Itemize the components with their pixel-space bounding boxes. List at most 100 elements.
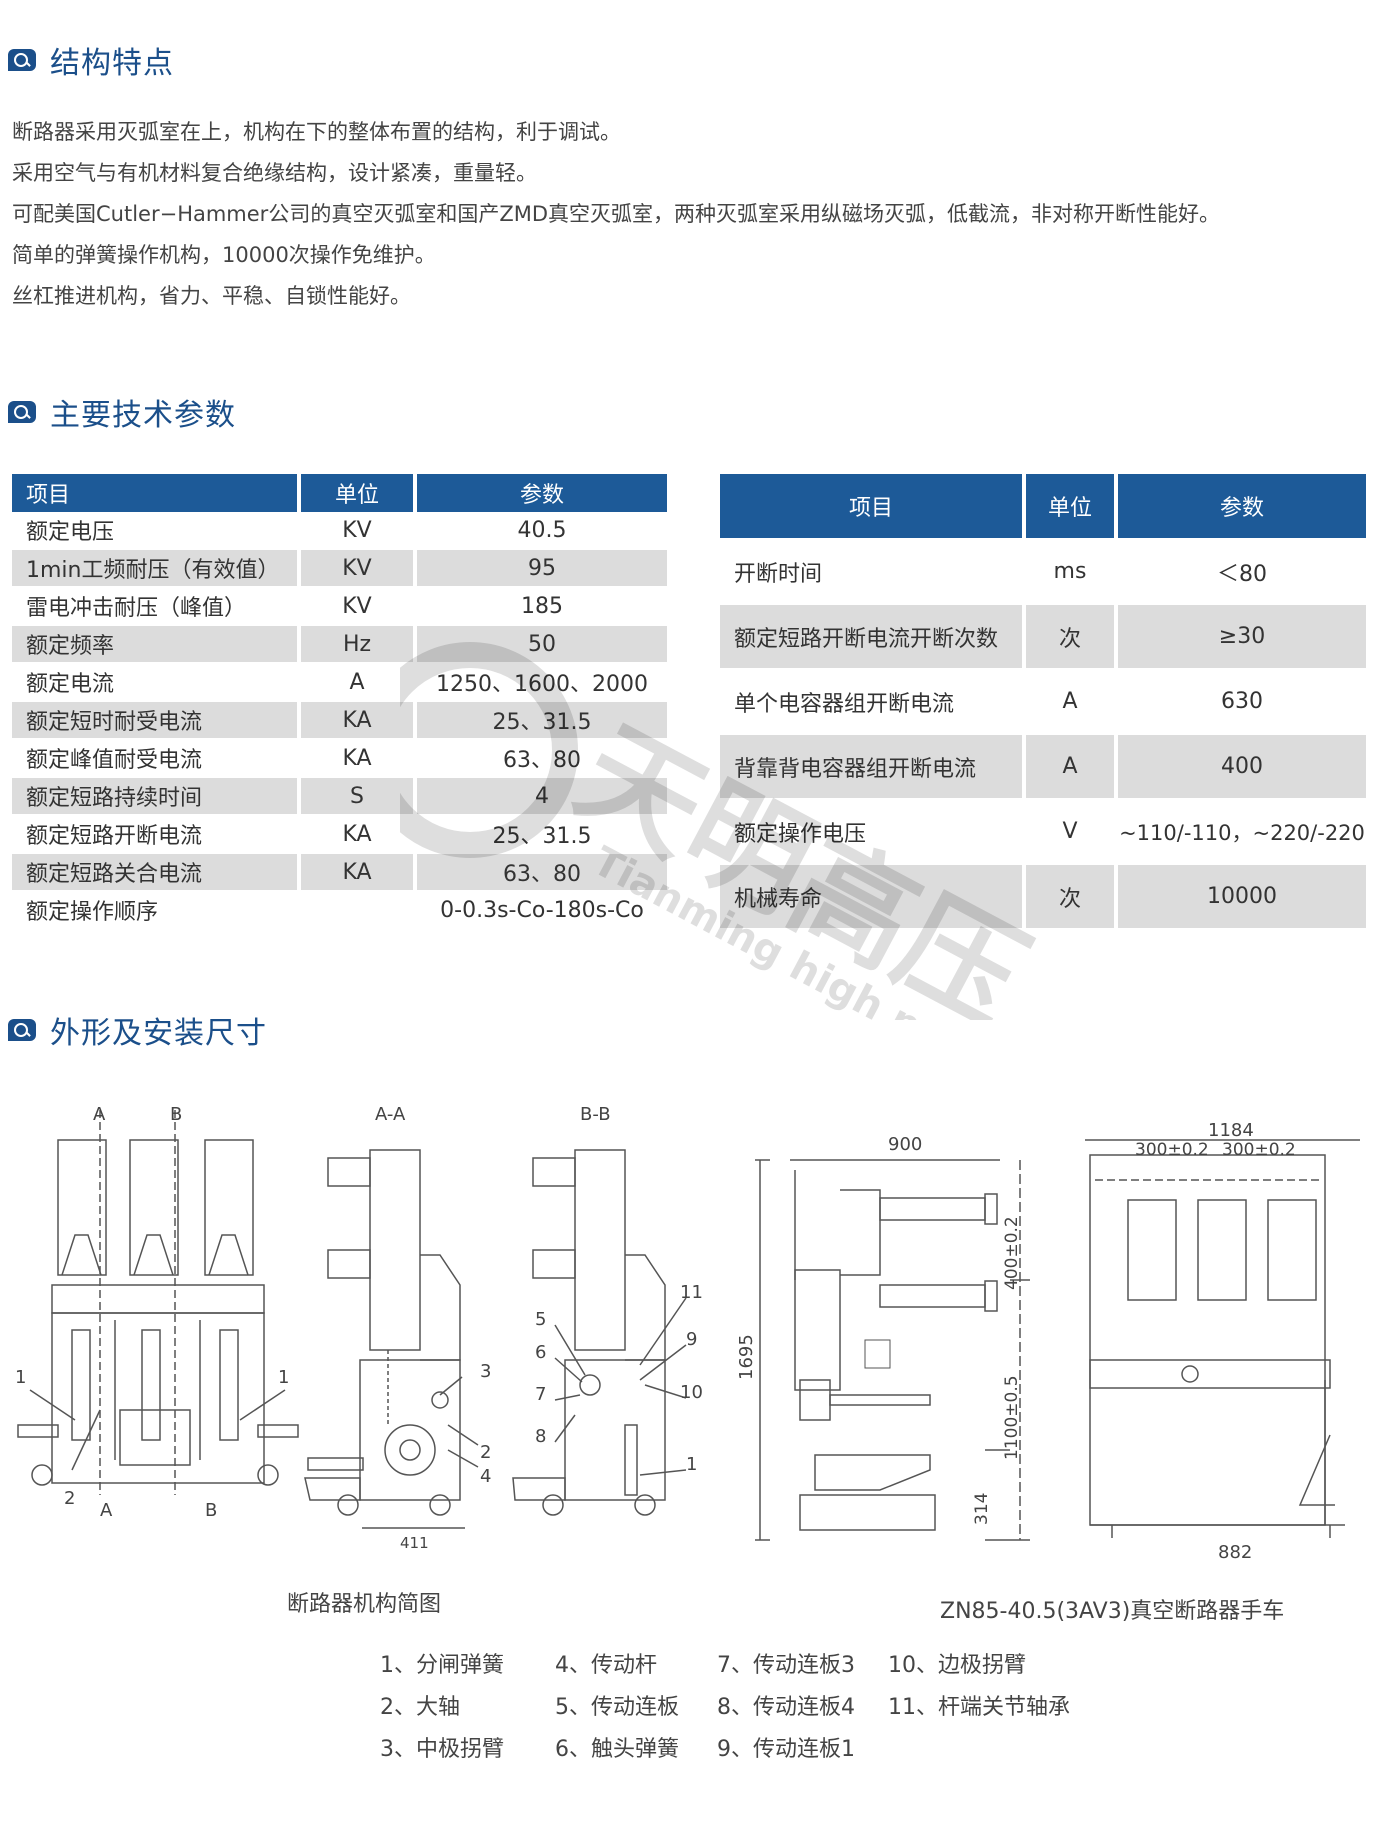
dim-300-b: 300±0.2 (1222, 1140, 1296, 1160)
truck-side-view-drawing (755, 1159, 1030, 1541)
section-title: 结构特点 (50, 46, 174, 81)
col-header: 参数 (1118, 474, 1366, 538)
legend-item: 1、分闸弹簧 (380, 1653, 504, 1678)
col-header: 项目 (12, 474, 297, 512)
cell: 630 (1118, 668, 1366, 733)
cell: 95 (417, 550, 667, 588)
legend-column: 7、传动连板3 8、传动连板4 9、传动连板1 (717, 1645, 855, 1771)
section-title: 主要技术参数 (50, 398, 236, 433)
section-title-aa: A-A (375, 1104, 406, 1125)
cell: KV (301, 512, 413, 550)
caption-mechanism: 断路器机构简图 (287, 1592, 442, 1617)
cell: 背靠背电容器组开断电流 (720, 733, 1022, 798)
cell: 额定操作电压 (720, 798, 1022, 863)
col-header: 参数 (417, 474, 667, 512)
cell: A (1026, 733, 1114, 798)
legend-column: 1、分闸弹簧 2、大轴 3、中极拐臂 (380, 1645, 504, 1771)
dim-314: 314 (972, 1493, 992, 1525)
cell: 63、80 (417, 740, 667, 778)
table-row: 额定短路开断电流开断次数次≥30 (720, 603, 1366, 668)
callout-1-bb: 1 (686, 1454, 697, 1475)
structure-paragraph: 断路器采用灭弧室在上，机构在下的整体布置的结构，利于调试。 采用空气与有机材料复… (12, 112, 1220, 317)
cell: Hz (301, 626, 413, 664)
structure-line: 断路器采用灭弧室在上，机构在下的整体布置的结构，利于调试。 (12, 120, 621, 144)
legend-column: 4、传动杆 5、传动连板 6、触头弹簧 (555, 1645, 679, 1771)
cell: 1min工频耐压（有效值） (12, 550, 297, 588)
col-header: 单位 (301, 474, 413, 512)
cell: ms (1026, 538, 1114, 603)
dim-1695: 1695 (736, 1334, 757, 1380)
cell: 开断时间 (720, 538, 1022, 603)
cell: 25、31.5 (417, 816, 667, 854)
callout-8: 8 (535, 1426, 546, 1447)
structure-line: 丝杠推进机构，省力、平稳、自锁性能好。 (12, 284, 411, 308)
legend-item: 7、传动连板3 (717, 1653, 855, 1678)
dim-1100: 1100±0.5 (1002, 1375, 1022, 1460)
structure-line: 采用空气与有机材料复合绝缘结构，设计紧凑，重量轻。 (12, 161, 537, 185)
legend-item: 9、传动连板1 (717, 1737, 855, 1762)
cell: KV (301, 550, 413, 588)
callout-7: 7 (535, 1384, 546, 1405)
section-header-params: 主要技术参数 (8, 390, 236, 434)
cell: 雷电冲击耐压（峰值） (12, 588, 297, 626)
legend-item: 5、传动连板 (555, 1695, 679, 1720)
section-mark-b: B (170, 1104, 182, 1125)
section-bb-drawing (512, 1149, 687, 1516)
cell: KA (301, 816, 413, 854)
search-icon (8, 49, 36, 71)
callout-6: 6 (535, 1342, 546, 1363)
cell: S (301, 778, 413, 816)
section-title-bb: B-B (580, 1104, 611, 1125)
cell: 额定频率 (12, 626, 297, 664)
col-header: 项目 (720, 474, 1022, 538)
legend-item: 2、大轴 (380, 1695, 460, 1720)
search-icon (8, 1019, 36, 1041)
dim-400: 400±0.2 (1002, 1216, 1022, 1290)
cell: 额定峰值耐受电流 (12, 740, 297, 778)
dim-300-a: 300±0.2 (1135, 1140, 1209, 1160)
cell: ＜80 (1118, 538, 1366, 603)
cell: A (301, 664, 413, 702)
callout-11: 11 (680, 1282, 703, 1303)
cell: KV (301, 588, 413, 626)
cell: 额定短路关合电流 (12, 854, 297, 892)
cell: 1250、1600、2000 (417, 664, 667, 702)
cell: 400 (1118, 733, 1366, 798)
cell: 次 (1026, 863, 1114, 928)
cell (301, 892, 413, 930)
section-title: 外形及安装尺寸 (50, 1016, 267, 1051)
cell: 额定短路开断电流开断次数 (720, 603, 1022, 668)
section-mark-a: A (93, 1104, 106, 1125)
cell: 额定短路持续时间 (12, 778, 297, 816)
legend-item: 6、触头弹簧 (555, 1737, 679, 1762)
cell: V (1026, 798, 1114, 863)
cell: 次 (1026, 603, 1114, 668)
cell: A (1026, 668, 1114, 733)
cell: KA (301, 854, 413, 892)
callout-9: 9 (686, 1329, 697, 1350)
cell: 50 (417, 626, 667, 664)
legend-item: 11、杆端关节轴承 (888, 1695, 1070, 1720)
dim-900: 900 (888, 1134, 922, 1155)
legend-column: 10、边极拐臂 11、杆端关节轴承 (888, 1645, 1070, 1729)
section-mark-a-bottom: A (100, 1500, 113, 1521)
dim-882: 882 (1218, 1542, 1252, 1563)
callout-1-right: 1 (278, 1367, 289, 1388)
section-aa-drawing (304, 1149, 479, 1529)
dim-411: 411 (400, 1534, 429, 1552)
section-header-dimensions: 外形及安装尺寸 (8, 1008, 267, 1052)
